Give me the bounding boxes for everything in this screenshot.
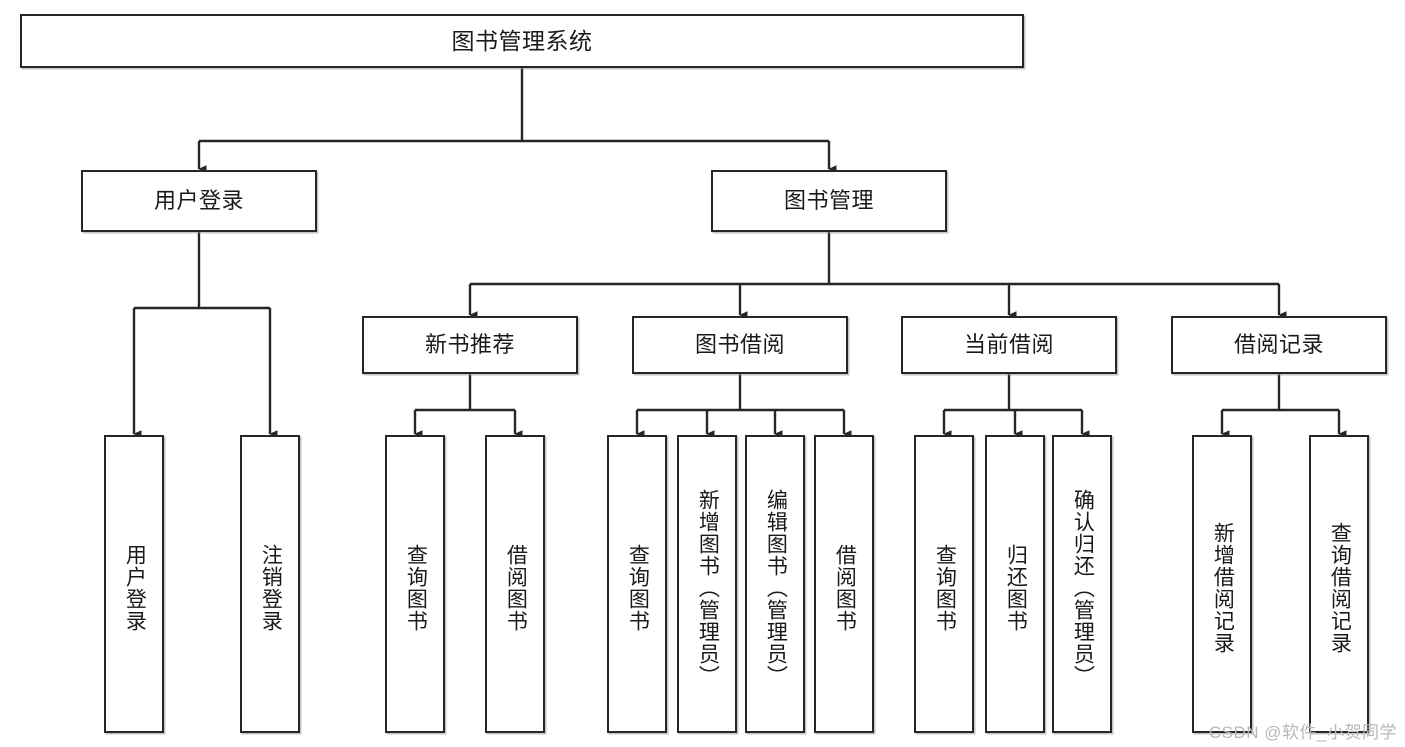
node-label: 新增图书（管理员） xyxy=(696,489,720,687)
node-label: 借阅图书 xyxy=(833,544,857,632)
node-leaf-edit-book-admin[interactable]: 编辑图书（管理员） xyxy=(745,435,805,733)
node-label: 图书管理系统 xyxy=(451,27,593,54)
node-label: 用户登录 xyxy=(153,188,244,214)
node-label: 当前借阅 xyxy=(963,332,1054,358)
node-current-borrowing[interactable]: 当前借阅 xyxy=(901,316,1117,374)
node-label: 图书管理 xyxy=(783,188,874,214)
node-label: 注销登录 xyxy=(259,544,283,632)
node-label: 查询图书 xyxy=(404,544,428,632)
node-book-borrowing[interactable]: 图书借阅 xyxy=(632,316,848,374)
node-label: 确认归还（管理员） xyxy=(1071,489,1095,687)
node-label: 查询图书 xyxy=(626,544,650,632)
node-label: 编辑图书（管理员） xyxy=(764,489,788,687)
node-borrow-records[interactable]: 借阅记录 xyxy=(1171,316,1387,374)
node-leaf-borrow-book-rec[interactable]: 借阅图书 xyxy=(485,435,545,733)
node-book-management[interactable]: 图书管理 xyxy=(711,170,947,232)
node-label: 借阅记录 xyxy=(1233,332,1324,358)
node-new-book-recommendation[interactable]: 新书推荐 xyxy=(362,316,578,374)
node-leaf-logout[interactable]: 注销登录 xyxy=(240,435,300,733)
node-leaf-return-book[interactable]: 归还图书 xyxy=(985,435,1045,733)
node-leaf-query-book-rec[interactable]: 查询图书 xyxy=(385,435,445,733)
node-leaf-user-login[interactable]: 用户登录 xyxy=(104,435,164,733)
node-label: 借阅图书 xyxy=(504,544,528,632)
node-leaf-query-book-current[interactable]: 查询图书 xyxy=(914,435,974,733)
node-root[interactable]: 图书管理系统 xyxy=(20,14,1024,68)
node-label: 图书借阅 xyxy=(694,332,785,358)
node-leaf-add-book-admin[interactable]: 新增图书（管理员） xyxy=(677,435,737,733)
node-leaf-confirm-return-admin[interactable]: 确认归还（管理员） xyxy=(1052,435,1112,733)
node-leaf-borrow-book[interactable]: 借阅图书 xyxy=(814,435,874,733)
node-label: 查询图书 xyxy=(933,544,957,632)
node-label: 新书推荐 xyxy=(424,332,515,358)
node-leaf-query-book-borrow[interactable]: 查询图书 xyxy=(607,435,667,733)
node-label: 新增借阅记录 xyxy=(1211,522,1235,654)
node-leaf-add-borrow-record[interactable]: 新增借阅记录 xyxy=(1192,435,1252,733)
node-label: 查询借阅记录 xyxy=(1328,522,1352,654)
watermark-text: CSDN @软件_小贺同学 xyxy=(1208,723,1397,742)
node-leaf-query-borrow-record[interactable]: 查询借阅记录 xyxy=(1309,435,1369,733)
node-label: 用户登录 xyxy=(123,544,147,632)
node-user-login[interactable]: 用户登录 xyxy=(81,170,317,232)
node-label: 归还图书 xyxy=(1004,544,1028,632)
